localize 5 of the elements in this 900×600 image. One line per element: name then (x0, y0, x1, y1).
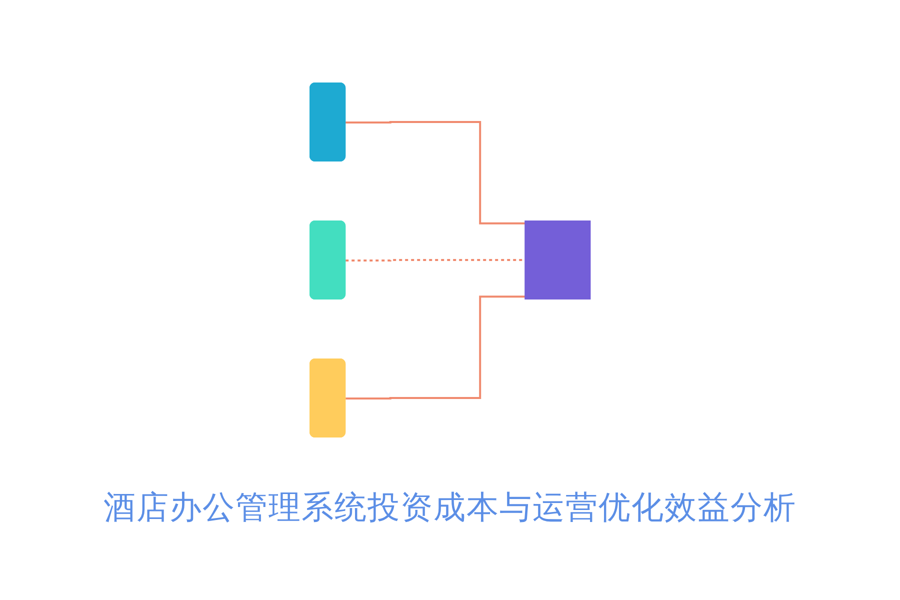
connector (346, 259, 525, 262)
node-box (524, 220, 591, 300)
diagram-title: 酒店办公管理系统投资成本与运营优化效益分析 (104, 487, 796, 528)
connector (346, 121, 525, 224)
connector (346, 296, 525, 400)
